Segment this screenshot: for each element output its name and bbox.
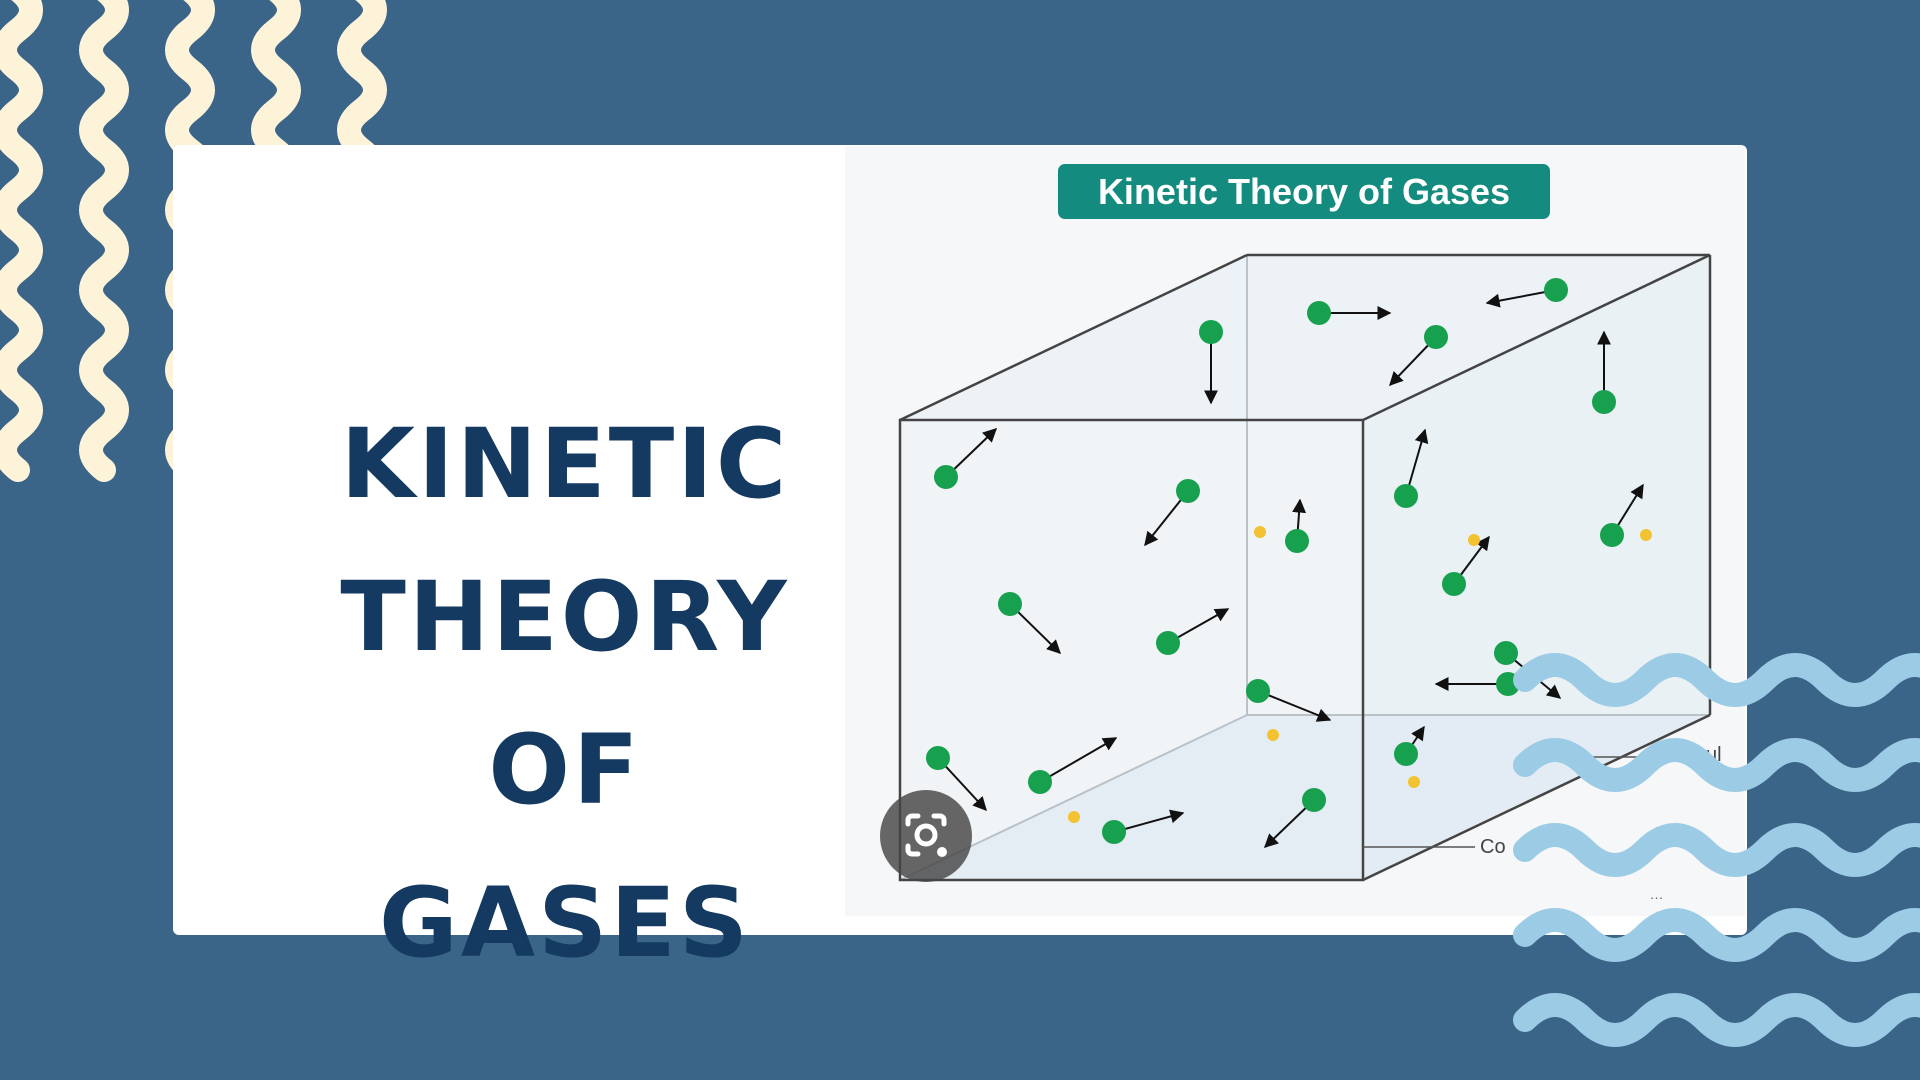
gas-molecule: [1544, 278, 1568, 302]
cream-wave: [79, 0, 129, 482]
gas-molecule: [1494, 641, 1518, 665]
collision-point: [1254, 526, 1266, 538]
gas-molecule: [1028, 770, 1052, 794]
container-label-partial: Co: [1480, 836, 1506, 858]
diagram-title-badge: Kinetic Theory of Gases: [1058, 164, 1550, 219]
box-edges: [898, 253, 1712, 882]
collision-point: [1267, 729, 1279, 741]
watermark-text: …: [1650, 886, 1664, 902]
blue-wave: [1513, 738, 1920, 792]
blue-wavy-lines: [1513, 653, 1920, 1047]
box-top-face: [900, 255, 1710, 420]
gas-molecule: [1442, 572, 1466, 596]
gas-molecule: [998, 592, 1022, 616]
slide-title-line-3: GASES: [379, 867, 751, 979]
visual-search-button[interactable]: [880, 790, 972, 882]
slide-title: KINETIC THEORY OF GASES: [250, 388, 880, 1000]
gas-molecule: [1592, 390, 1616, 414]
cream-wave: [0, 0, 43, 482]
slide-title-line-1: KINETIC: [340, 408, 790, 520]
collision-point: [1468, 534, 1480, 546]
gas-molecule: [1156, 631, 1180, 655]
camera-search-icon: [905, 813, 947, 857]
gas-molecule: [1307, 301, 1331, 325]
gas-molecule: [1394, 484, 1418, 508]
gas-molecule: [1246, 679, 1270, 703]
collision-point: [1640, 529, 1652, 541]
blue-wave: [1513, 823, 1920, 877]
gas-molecule: [1199, 320, 1223, 344]
gas-molecule: [1176, 479, 1200, 503]
gas-molecule: [934, 465, 958, 489]
collision-point: [1408, 776, 1420, 788]
blue-wave: [1513, 993, 1920, 1047]
gas-molecules: [926, 278, 1652, 844]
gas-molecule: [1394, 742, 1418, 766]
gas-molecule: [1285, 529, 1309, 553]
collision-point: [1068, 811, 1080, 823]
blue-wave: [1513, 653, 1920, 707]
gas-molecule: [1102, 820, 1126, 844]
gas-molecule: [926, 746, 950, 770]
gas-molecule: [1424, 325, 1448, 349]
gas-molecule: [1600, 523, 1624, 547]
gas-molecule: [1302, 788, 1326, 812]
slide-title-line-2: THEORY OF: [340, 561, 790, 826]
blue-wave: [1513, 908, 1920, 962]
velocity-arrow: [1039, 737, 1118, 783]
velocity-arrow: [1257, 690, 1332, 722]
